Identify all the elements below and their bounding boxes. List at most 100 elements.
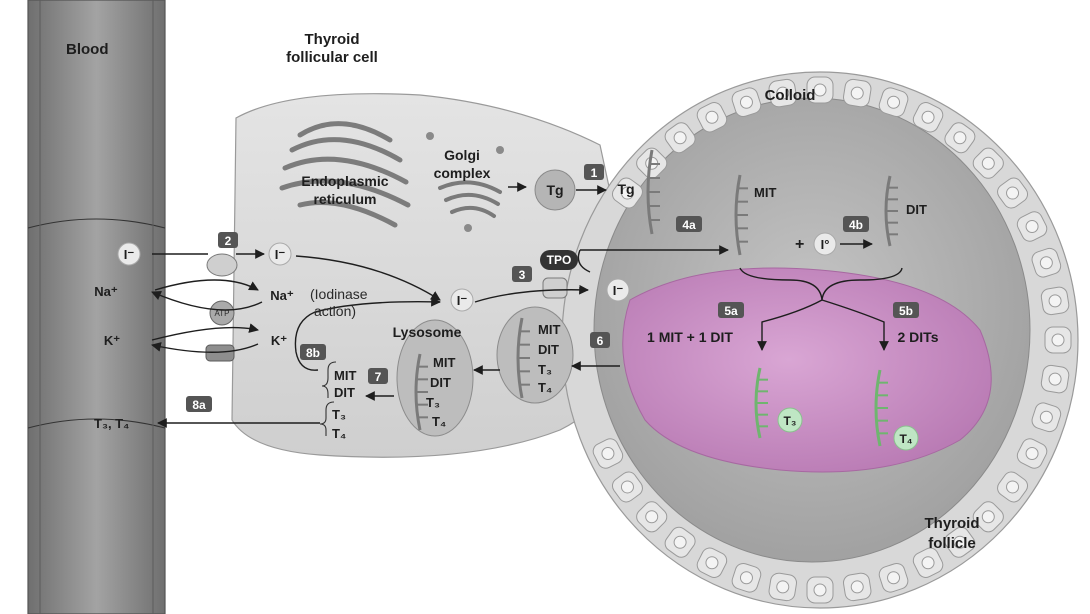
epithelial-cell xyxy=(664,526,696,558)
svg-text:4b: 4b xyxy=(849,218,863,232)
epithelial-cell xyxy=(912,102,944,133)
step-badge-1: 1 xyxy=(584,164,604,180)
epithelial-cell xyxy=(592,438,624,469)
tg-chain-lys-left xyxy=(414,353,428,431)
epithelial-cell xyxy=(611,177,643,209)
iodine-zero-dot xyxy=(813,232,837,256)
svg-text:8b: 8b xyxy=(306,346,320,360)
step-badge-6: 6 xyxy=(590,332,610,348)
iodide-center-dot xyxy=(450,288,474,312)
free-t4: T₄ xyxy=(332,426,346,441)
dit-colloid-label: DIT xyxy=(906,202,927,217)
tg-chain-mit xyxy=(734,174,748,256)
svg-text:4a: 4a xyxy=(682,218,696,232)
epithelial-cell xyxy=(912,547,944,578)
svg-text:2: 2 xyxy=(225,234,232,248)
epithelial-cell xyxy=(696,547,728,578)
epithelial-cell xyxy=(768,572,797,602)
step-badge-2: 2 xyxy=(218,232,238,248)
epithelial-cell xyxy=(944,122,976,154)
svg-text:1: 1 xyxy=(591,166,598,180)
tg-vesicle xyxy=(534,169,576,211)
step-badges: 1 2 3 4a 4b 5a 5b 6 7 8a 8b xyxy=(186,164,919,412)
lys-right-mit: MIT xyxy=(538,322,560,337)
svg-text:7: 7 xyxy=(375,370,382,384)
atp-label: ATP xyxy=(215,309,230,318)
epithelial-cell xyxy=(768,78,797,108)
er-label-line1: Endoplasmic xyxy=(301,173,388,189)
epithelial-cell xyxy=(696,102,728,133)
epithelial-cell xyxy=(944,526,976,558)
cell-label-line1: Thyroid xyxy=(305,31,360,48)
iodide-cell-label: I⁻ xyxy=(275,247,286,262)
epithelial-cell xyxy=(731,562,762,593)
iodide-center-label: I⁻ xyxy=(457,293,468,308)
lys-left-t3: T₃ xyxy=(426,395,440,410)
iodide-blood-label: I⁻ xyxy=(124,247,135,262)
thyroglobulin-chains xyxy=(414,149,898,447)
lys-left-t4: T₄ xyxy=(432,414,446,429)
step-badge-4a: 4a xyxy=(676,216,702,232)
step-badge-5a: 5a xyxy=(718,302,744,318)
t3-bubble xyxy=(777,407,803,433)
free-t3: T₃ xyxy=(332,407,346,422)
er-label-line2: reticulum xyxy=(313,191,376,207)
step-badge-3: 3 xyxy=(512,266,532,282)
epithelial-cell xyxy=(997,471,1029,503)
nis-transporter xyxy=(206,253,238,277)
k-cell-label: K⁺ xyxy=(271,333,287,348)
lys-right-t3: T₃ xyxy=(538,362,552,377)
cell-label-line2: follicular cell xyxy=(286,49,378,66)
tpo-badge xyxy=(540,250,578,270)
endoplasmic-reticulum xyxy=(279,121,411,228)
step-badge-8b: 8b xyxy=(300,344,326,360)
epithelial-cell xyxy=(1044,326,1072,354)
coupling-region xyxy=(622,267,992,473)
lys-right-t4: T₄ xyxy=(538,380,552,395)
iodinase-label-line1: (Iodinase xyxy=(310,286,368,302)
t4-bubble xyxy=(893,425,919,451)
mit-colloid-label: MIT xyxy=(754,185,776,200)
svg-text:5a: 5a xyxy=(724,304,738,318)
lys-left-mit: MIT xyxy=(433,355,455,370)
tg-chain-dit xyxy=(884,175,898,247)
epithelial-cell xyxy=(1031,402,1062,433)
svg-text:3: 3 xyxy=(519,268,526,282)
epithelial-cell xyxy=(878,87,909,118)
epithelial-cell xyxy=(972,147,1004,179)
k-blood-label: K⁺ xyxy=(104,333,120,348)
epithelial-cell xyxy=(731,87,762,118)
epithelial-cell xyxy=(843,78,872,108)
epithelial-cell xyxy=(664,122,696,154)
svg-text:8a: 8a xyxy=(192,398,206,412)
na-blood-label: Na⁺ xyxy=(94,284,118,299)
epithelial-cell xyxy=(806,76,834,104)
free-mit: MIT xyxy=(334,368,356,383)
blood-vessel xyxy=(27,0,166,614)
epithelial-cell xyxy=(611,471,643,503)
step-badge-4b: 4b xyxy=(843,216,869,232)
iodide-colloid-dot xyxy=(606,278,630,302)
step-badge-8a: 8a xyxy=(186,396,212,412)
tg-chain-colloid xyxy=(646,149,660,235)
lys-right-dit: DIT xyxy=(538,342,559,357)
na-k-atpase xyxy=(209,300,235,326)
t3-chain-label: T₃ xyxy=(784,414,797,428)
lysosome-label: Lysosome xyxy=(393,324,462,340)
tg-chain-t3 xyxy=(754,367,768,439)
lys-left-dit: DIT xyxy=(430,375,451,390)
free-dit: DIT xyxy=(334,385,355,400)
k-channel xyxy=(205,344,235,362)
epithelial-cell xyxy=(1016,438,1048,469)
tg-chain-lys-right xyxy=(516,317,530,399)
iodide-colloid-label: I⁻ xyxy=(613,283,624,298)
tg-colloid-label: Tg xyxy=(617,181,634,197)
iodide-blood-dot xyxy=(117,242,141,266)
golgi-complex xyxy=(426,132,504,232)
blood-label: Blood xyxy=(66,41,109,58)
follicle-label-line1: Thyroid xyxy=(925,515,980,532)
step-badge-5b: 5b xyxy=(893,302,919,318)
pendrin-transporter xyxy=(542,277,568,299)
golgi-label-line1: Golgi xyxy=(444,147,480,163)
